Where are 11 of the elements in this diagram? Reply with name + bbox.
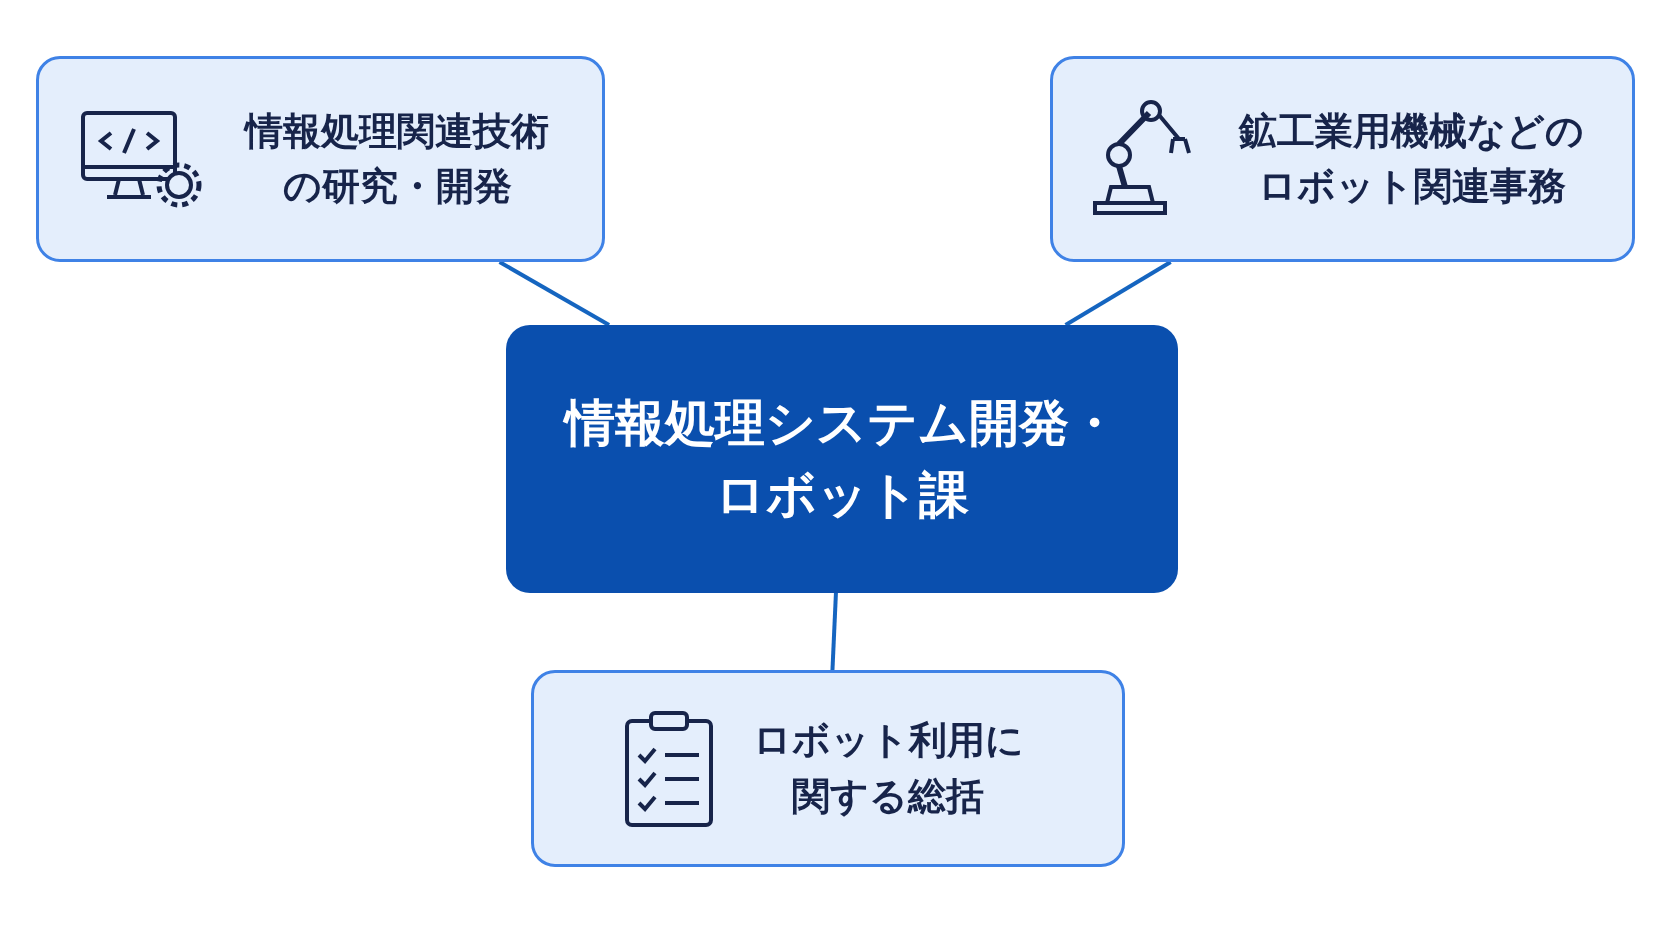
- connector-line: [498, 260, 611, 327]
- topic-box: [1050, 56, 1635, 262]
- topic-box: [36, 56, 605, 262]
- connector-line: [1064, 260, 1172, 327]
- topic-box: [531, 670, 1125, 867]
- department-title: 情報処理システム開発・ロボット課: [562, 392, 1120, 526]
- duty-label: ロボット利用に関する総括: [751, 717, 1025, 820]
- connector-line: [830, 592, 838, 671]
- duty-label: 鉱工業用機械などのロボット関連事務: [1237, 107, 1585, 210]
- central-box: [506, 325, 1178, 593]
- duty-label: 情報処理関連技術の研究・開発: [242, 107, 550, 210]
